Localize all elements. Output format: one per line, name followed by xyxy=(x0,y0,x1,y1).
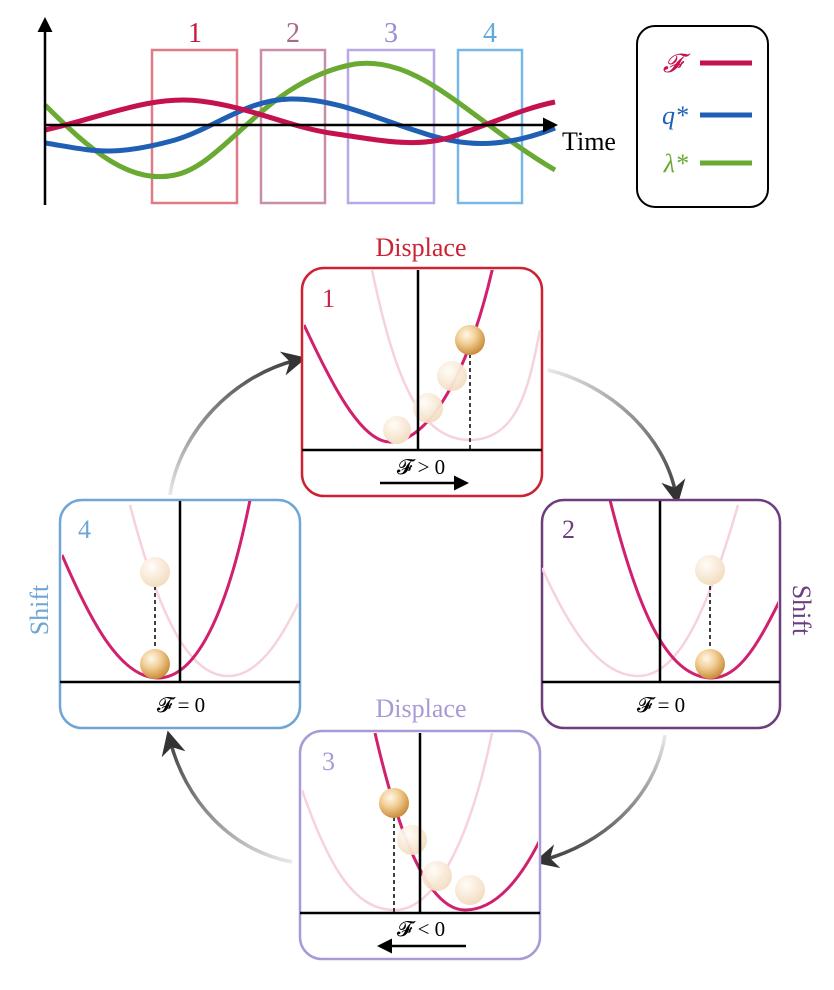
window-1 xyxy=(150,48,239,205)
curve-q xyxy=(44,96,556,154)
arrow-4-to-1 xyxy=(168,351,307,496)
window-2 xyxy=(259,48,327,205)
arrow-2-to-3 xyxy=(533,734,667,869)
panel-4-force: 𝓕 = 0 xyxy=(157,693,205,717)
window-3 xyxy=(346,48,436,205)
legend-label-q: q* xyxy=(662,101,688,130)
panel-1-ball-faded-1 xyxy=(383,416,411,444)
panel-3-faded-well xyxy=(302,733,494,912)
arrow-3-to-4 xyxy=(161,730,293,864)
panel-4-number: 4 xyxy=(78,515,91,544)
curve-lambda xyxy=(43,60,557,180)
arrow-1-to-2 xyxy=(547,368,686,505)
panel-3-title: Displace xyxy=(376,694,467,723)
panel-3-ball-faded-3 xyxy=(397,825,427,855)
timeline-plot: 1 2 3 4 Time xyxy=(37,17,616,205)
window-label-2: 2 xyxy=(286,18,300,49)
panel-1: Displace 1 𝓕 > 0 xyxy=(300,233,544,498)
cycle-arrows xyxy=(161,351,686,869)
panel-1-ball xyxy=(455,325,485,355)
panel-4-ball-faded xyxy=(140,557,170,587)
panel-1-force: 𝓕 > 0 xyxy=(397,455,445,479)
panel-2: 2 𝓕 = 0 Shift xyxy=(540,498,816,730)
panel-1-ball-faded-3 xyxy=(437,361,467,391)
panel-3-ball xyxy=(379,788,409,818)
panel-2-force: 𝓕 = 0 xyxy=(637,693,685,717)
panel-2-well xyxy=(608,501,778,680)
panel-4-ball xyxy=(140,649,170,679)
panel-3-ball-faded-2 xyxy=(422,861,452,891)
time-axis-label: Time xyxy=(562,127,616,156)
panel-1-faded-well xyxy=(370,270,540,442)
window-label-3: 3 xyxy=(384,18,398,49)
curve-F xyxy=(44,97,556,146)
panel-4: 4 𝓕 = 0 Shift xyxy=(25,498,302,730)
window-label-1: 1 xyxy=(188,18,202,49)
panel-2-ball-faded xyxy=(695,555,725,585)
legend-label-lambda: λ* xyxy=(663,149,688,178)
panel-1-title: Displace xyxy=(376,233,467,262)
window-4 xyxy=(456,48,524,205)
panel-3-number: 3 xyxy=(322,747,335,776)
panel-3-force: 𝓕 < 0 xyxy=(397,917,445,941)
legend-box xyxy=(636,25,769,208)
panel-2-title: Shift xyxy=(787,585,816,636)
window-label-4: 4 xyxy=(483,18,497,49)
panel-3: Displace 3 𝓕 < 0 xyxy=(298,694,542,961)
panel-1-ball-faded-2 xyxy=(413,393,443,423)
legend-label-F: 𝓕 xyxy=(663,49,691,78)
legend: 𝓕 q* λ* xyxy=(636,25,769,208)
panel-2-ball xyxy=(695,649,725,679)
panel-3-ball-faded-1 xyxy=(455,875,485,905)
panel-1-number: 1 xyxy=(322,284,335,313)
panel-2-number: 2 xyxy=(562,515,575,544)
panel-4-title: Shift xyxy=(25,584,54,635)
